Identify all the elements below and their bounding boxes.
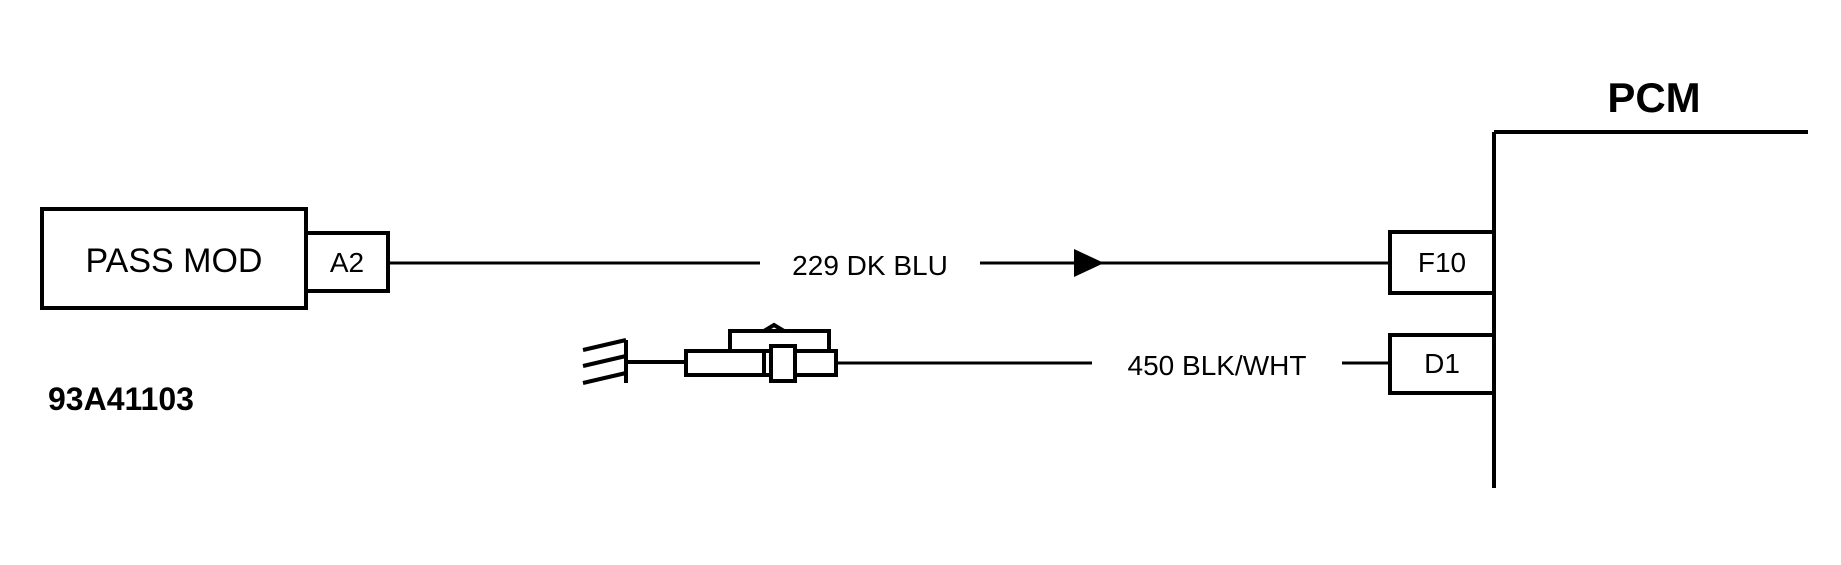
figure-id: 93A41103 — [48, 381, 194, 417]
pass-mod-label: PASS MOD — [86, 242, 263, 280]
pcm-block — [1492, 130, 1808, 488]
ground-symbol — [582, 338, 628, 385]
pcm-pin-d1-box — [1388, 333, 1496, 395]
pass-mod-pin-label: A2 — [330, 247, 364, 278]
inline-connector — [626, 322, 838, 383]
wire-450-label: 450 BLK/WHT — [1128, 350, 1307, 381]
pcm-pin-d1-label: D1 — [1424, 348, 1460, 379]
signal-direction-arrow — [1074, 249, 1104, 277]
pcm-pin-f10-box — [1388, 230, 1496, 295]
wire-229-label: 229 DK BLU — [792, 250, 948, 281]
pcm-pin-f10-label: F10 — [1418, 247, 1466, 278]
pcm-label: PCM — [1607, 74, 1700, 121]
